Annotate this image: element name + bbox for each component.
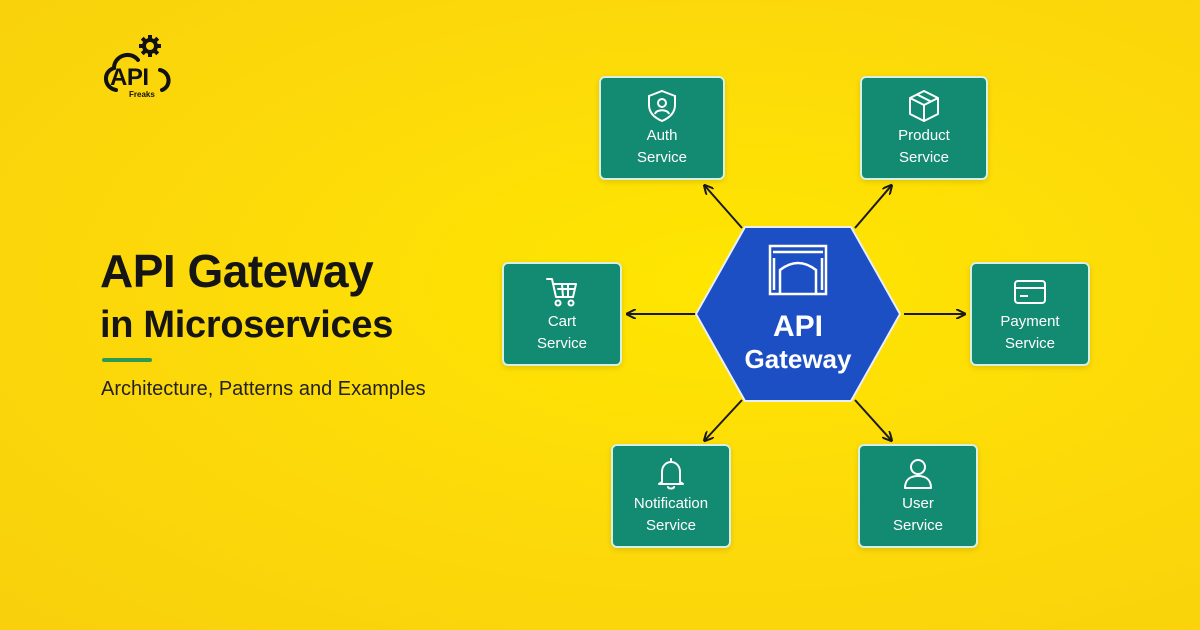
credit-card-icon [1014,280,1046,304]
api-gateway-node: API Gateway [693,224,903,404]
payment-service-node: Payment Service [970,262,1090,366]
subtitle: Architecture, Patterns and Examples [101,378,426,400]
logo: API Freaks [100,34,180,106]
bell-icon [658,458,684,490]
accent-divider [102,358,152,362]
user-icon [904,459,932,489]
gateway-hexagon [695,226,901,402]
user-service-node: User Service [858,444,978,548]
cart-icon [546,278,577,307]
box-icon [909,90,939,122]
gateway-label-line-1: API [772,310,823,343]
service-label-line-2: Service [1004,335,1056,352]
service-label-line-2: Service [636,149,688,166]
auth-service-node: Auth Service [599,76,725,180]
service-label-line-1: Notification [633,495,709,512]
cloud-gear-icon [104,35,171,92]
title-line-2: in Microservices [100,304,394,346]
gateway-label-line-2: Gateway [744,344,852,374]
service-label-line-2: Service [536,335,588,352]
arrow-to-notification [705,399,743,440]
arrow-to-user [854,399,891,440]
product-service-node: Product Service [860,76,988,180]
shield-user-icon [648,89,676,123]
service-label-line-1: User [902,495,934,512]
gateway-arch-icon [768,244,828,296]
service-label-line-1: Payment [1000,313,1060,330]
arrow-to-product [854,186,891,229]
service-label-line-1: Auth [646,127,678,144]
arrow-to-auth [705,186,743,229]
notification-service-node: Notification Service [611,444,731,548]
logo-subtext: Freaks [129,90,155,99]
cart-service-node: Cart Service [502,262,622,366]
logo-text: API [110,64,149,91]
page-title: API Gateway in Microservices [100,248,393,344]
service-label-line-2: Service [898,149,950,166]
service-label-line-1: Product [898,127,950,144]
service-label-line-2: Service [892,517,944,534]
service-label-line-2: Service [645,517,697,534]
title-line-1: API Gateway [100,245,374,297]
service-label-line-1: Cart [547,313,577,330]
